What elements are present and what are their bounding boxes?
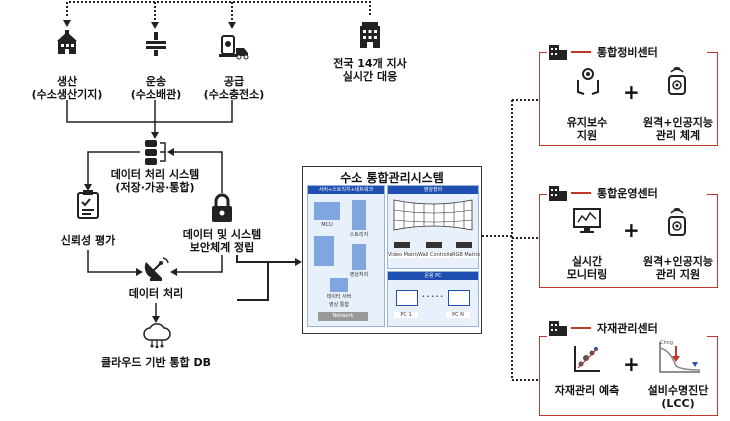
remote-ai-icon [668, 207, 686, 236]
server-rack [314, 236, 334, 266]
building-icon [549, 321, 567, 336]
branch-label: 전국 14개 지사 [333, 57, 407, 70]
server-header: 서버+스토리지+네트워크 [308, 186, 384, 194]
ops-header: 운용 PC [388, 272, 478, 280]
rgb-matrix-label: RGB Matrix [452, 252, 481, 258]
plus-sign: + [623, 218, 640, 242]
cloud-label: 클라우드 기반 통합 DB [101, 356, 211, 369]
chart-tiny-label: Chng [660, 340, 674, 346]
building-icon [549, 186, 567, 201]
supply-sub: (수소충전소) [203, 88, 265, 101]
data-system-label: 데이터 처리 시스템 [110, 168, 200, 181]
video-column: 영상장비 Video Matrix Wall Controller RGB Ma… [387, 185, 481, 269]
security-label: 데이터 및 시스템 [182, 228, 262, 241]
database-icon [145, 140, 166, 165]
data-server-label: 데이터 서버 [326, 294, 352, 300]
operation-center-header: 통합운영센터 [547, 183, 707, 203]
storage-label: 스토리지 [349, 232, 369, 238]
storage-box [352, 200, 366, 230]
security-sub: 보안체계 정립 [189, 241, 255, 254]
data-system-sub: (저장·가공·통합) [115, 181, 195, 194]
lifecycle-chart-icon [659, 342, 701, 373]
materials-item-2-sub: (LCC) [661, 397, 695, 410]
maintenance-center-header: 통합정비센터 [547, 42, 707, 62]
satellite-dish-icon [144, 257, 169, 281]
clipboard-icon [77, 190, 99, 219]
building-icon [549, 45, 567, 60]
wall-controller-device [426, 242, 442, 248]
building-icon [360, 22, 380, 48]
pcn-label: PC N [446, 312, 470, 318]
maintenance-center-title: 통합정비센터 [597, 46, 658, 59]
materials-item-1-label: 자재관리 예측 [554, 384, 620, 397]
operation-item-2-sub: 관리 지원 [655, 268, 701, 281]
transport-sub: (수소배관) [130, 88, 182, 101]
hand-gear-icon [577, 68, 599, 95]
scatter-chart-icon [574, 346, 600, 372]
maintenance-item-1-sub: 지원 [576, 129, 598, 142]
maintenance-item-2-label: 원격+인공지능 [643, 116, 713, 129]
operation-item-1-sub: 모니터링 [566, 268, 608, 281]
video-header: 영상장비 [388, 186, 478, 194]
ev-charging-icon [219, 35, 249, 60]
lock-icon [212, 193, 232, 222]
integrated-system-panel: 수소 통합관리시스템 서버+스토리지+네트워크 MCU 스토리지 영상처리 데이… [302, 166, 482, 334]
data-server-box [330, 278, 348, 292]
mcu-label: MCU [321, 222, 333, 228]
video-matrix-label: Video Matrix [388, 252, 420, 258]
operation-item-1-label: 실시간 [571, 255, 603, 268]
materials-item-2-label: 설비수명진단 [647, 384, 709, 397]
integration-label: 영상 통합 [329, 302, 349, 308]
plus-sign: + [623, 80, 640, 104]
pc1-monitor [396, 290, 418, 306]
video-wall [393, 199, 473, 231]
cloud-icon [143, 323, 171, 348]
production-sub: (수소생산기지) [31, 88, 103, 101]
production-label: 생산 [56, 75, 78, 88]
plus-sign: + [623, 352, 640, 376]
maintenance-center-box [539, 52, 718, 146]
materials-center-header: 자재관리센터 [547, 318, 707, 338]
reliability-label: 신뢰성 평가 [60, 234, 116, 247]
header-line [571, 51, 591, 53]
server-column: 서버+스토리지+네트워크 MCU 스토리지 영상처리 데이터 서버 영상 통합 … [307, 185, 385, 327]
materials-center-title: 자재관리센터 [597, 322, 658, 335]
materials-center-box [539, 336, 718, 416]
maintenance-item-2-sub: 관리 체계 [655, 129, 701, 142]
video-matrix-device [394, 242, 410, 248]
server-rack-2 [352, 244, 366, 270]
mcu-box [314, 202, 340, 220]
monitor-icon [573, 208, 601, 233]
system-title: 수소 통합관리시스템 [340, 171, 444, 185]
processing-label-small: 영상처리 [349, 272, 369, 278]
supply-label: 공급 [223, 75, 245, 88]
ops-pc-area: 운용 PC • • • • • PC 1 PC N [387, 271, 479, 327]
pc-dots: • • • • • [422, 294, 444, 300]
remote-ai-icon [668, 66, 686, 95]
pc1-label: PC 1 [394, 312, 418, 318]
processing-label: 데이터 처리 [128, 287, 184, 300]
operation-center-box [539, 194, 718, 288]
header-line [571, 192, 591, 194]
header-line [571, 327, 591, 329]
operation-center-title: 통합운영센터 [597, 187, 658, 200]
network-bar: Network [318, 312, 368, 321]
wall-controller-label: Wall Controller [418, 252, 455, 258]
rgb-matrix-device [456, 242, 472, 248]
factory-icon [57, 30, 77, 54]
maintenance-item-1-label: 유지보수 [566, 116, 608, 129]
branch-sub: 실시간 대응 [342, 70, 398, 83]
pipe-valve-icon [146, 32, 166, 56]
operation-item-2-label: 원격+인공지능 [643, 255, 713, 268]
transport-label: 운송 [145, 75, 167, 88]
pcn-monitor [448, 290, 470, 306]
